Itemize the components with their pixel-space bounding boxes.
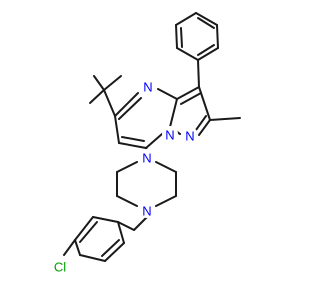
atom-n-pyrazole: N xyxy=(182,127,198,144)
bond xyxy=(197,44,215,56)
bond xyxy=(92,216,119,223)
bond xyxy=(117,221,135,231)
atom-label-bg xyxy=(49,258,71,274)
bond xyxy=(180,27,183,48)
bond xyxy=(216,24,219,49)
bond xyxy=(175,24,178,49)
bond xyxy=(103,75,122,91)
bonds xyxy=(63,12,241,262)
atom-n-piperazine-top-label: N xyxy=(142,151,151,166)
bond xyxy=(169,98,178,128)
atom-n-bridge: N xyxy=(162,126,178,143)
atom-n-pyrimidine: N xyxy=(140,78,156,95)
bond xyxy=(195,115,207,131)
bond xyxy=(176,86,200,100)
bond xyxy=(114,115,120,144)
bond xyxy=(118,142,147,149)
bond xyxy=(114,92,139,117)
molecule-structure: N N N N N Cl xyxy=(49,12,241,275)
bond xyxy=(195,12,218,26)
bond xyxy=(121,136,145,142)
atom-n-piperazine-top: N xyxy=(139,149,155,166)
atom-label-bg xyxy=(162,126,178,142)
atom-cl: Cl xyxy=(49,258,71,275)
bond xyxy=(155,195,177,207)
atom-label-bg xyxy=(140,78,156,94)
bond xyxy=(79,221,98,243)
bond xyxy=(104,242,125,262)
bond xyxy=(74,216,94,241)
bond xyxy=(117,221,125,244)
bond xyxy=(198,119,211,136)
atom-n-piperazine-bottom-label: N xyxy=(142,204,151,219)
bond xyxy=(176,47,199,61)
atom-labels: N N N N N Cl xyxy=(49,78,198,275)
bond xyxy=(93,75,105,91)
bond xyxy=(101,239,120,257)
atom-n-pyrimidine-label: N xyxy=(143,80,152,95)
atom-label-bg xyxy=(139,149,155,165)
atom-n-pyrazole-label: N xyxy=(185,129,194,144)
atom-n-bridge-label: N xyxy=(165,128,174,143)
bond xyxy=(157,88,178,100)
bond xyxy=(118,97,142,120)
atom-n-piperazine-bottom: N xyxy=(139,202,155,219)
bond xyxy=(197,17,215,29)
bond xyxy=(209,117,241,121)
bond xyxy=(197,47,219,61)
bond xyxy=(79,254,106,262)
bond xyxy=(180,92,202,105)
bond xyxy=(155,161,177,173)
bond xyxy=(89,89,105,104)
bond xyxy=(133,216,148,231)
bond xyxy=(116,195,138,207)
atom-cl-label: Cl xyxy=(54,260,66,275)
bond xyxy=(74,239,81,256)
bond xyxy=(175,12,197,26)
atom-label-bg xyxy=(139,202,155,218)
bond xyxy=(116,161,138,173)
bond xyxy=(103,89,116,117)
bond xyxy=(63,239,76,256)
atom-label-bg xyxy=(182,127,198,143)
bond xyxy=(197,59,200,88)
bond xyxy=(198,86,211,121)
